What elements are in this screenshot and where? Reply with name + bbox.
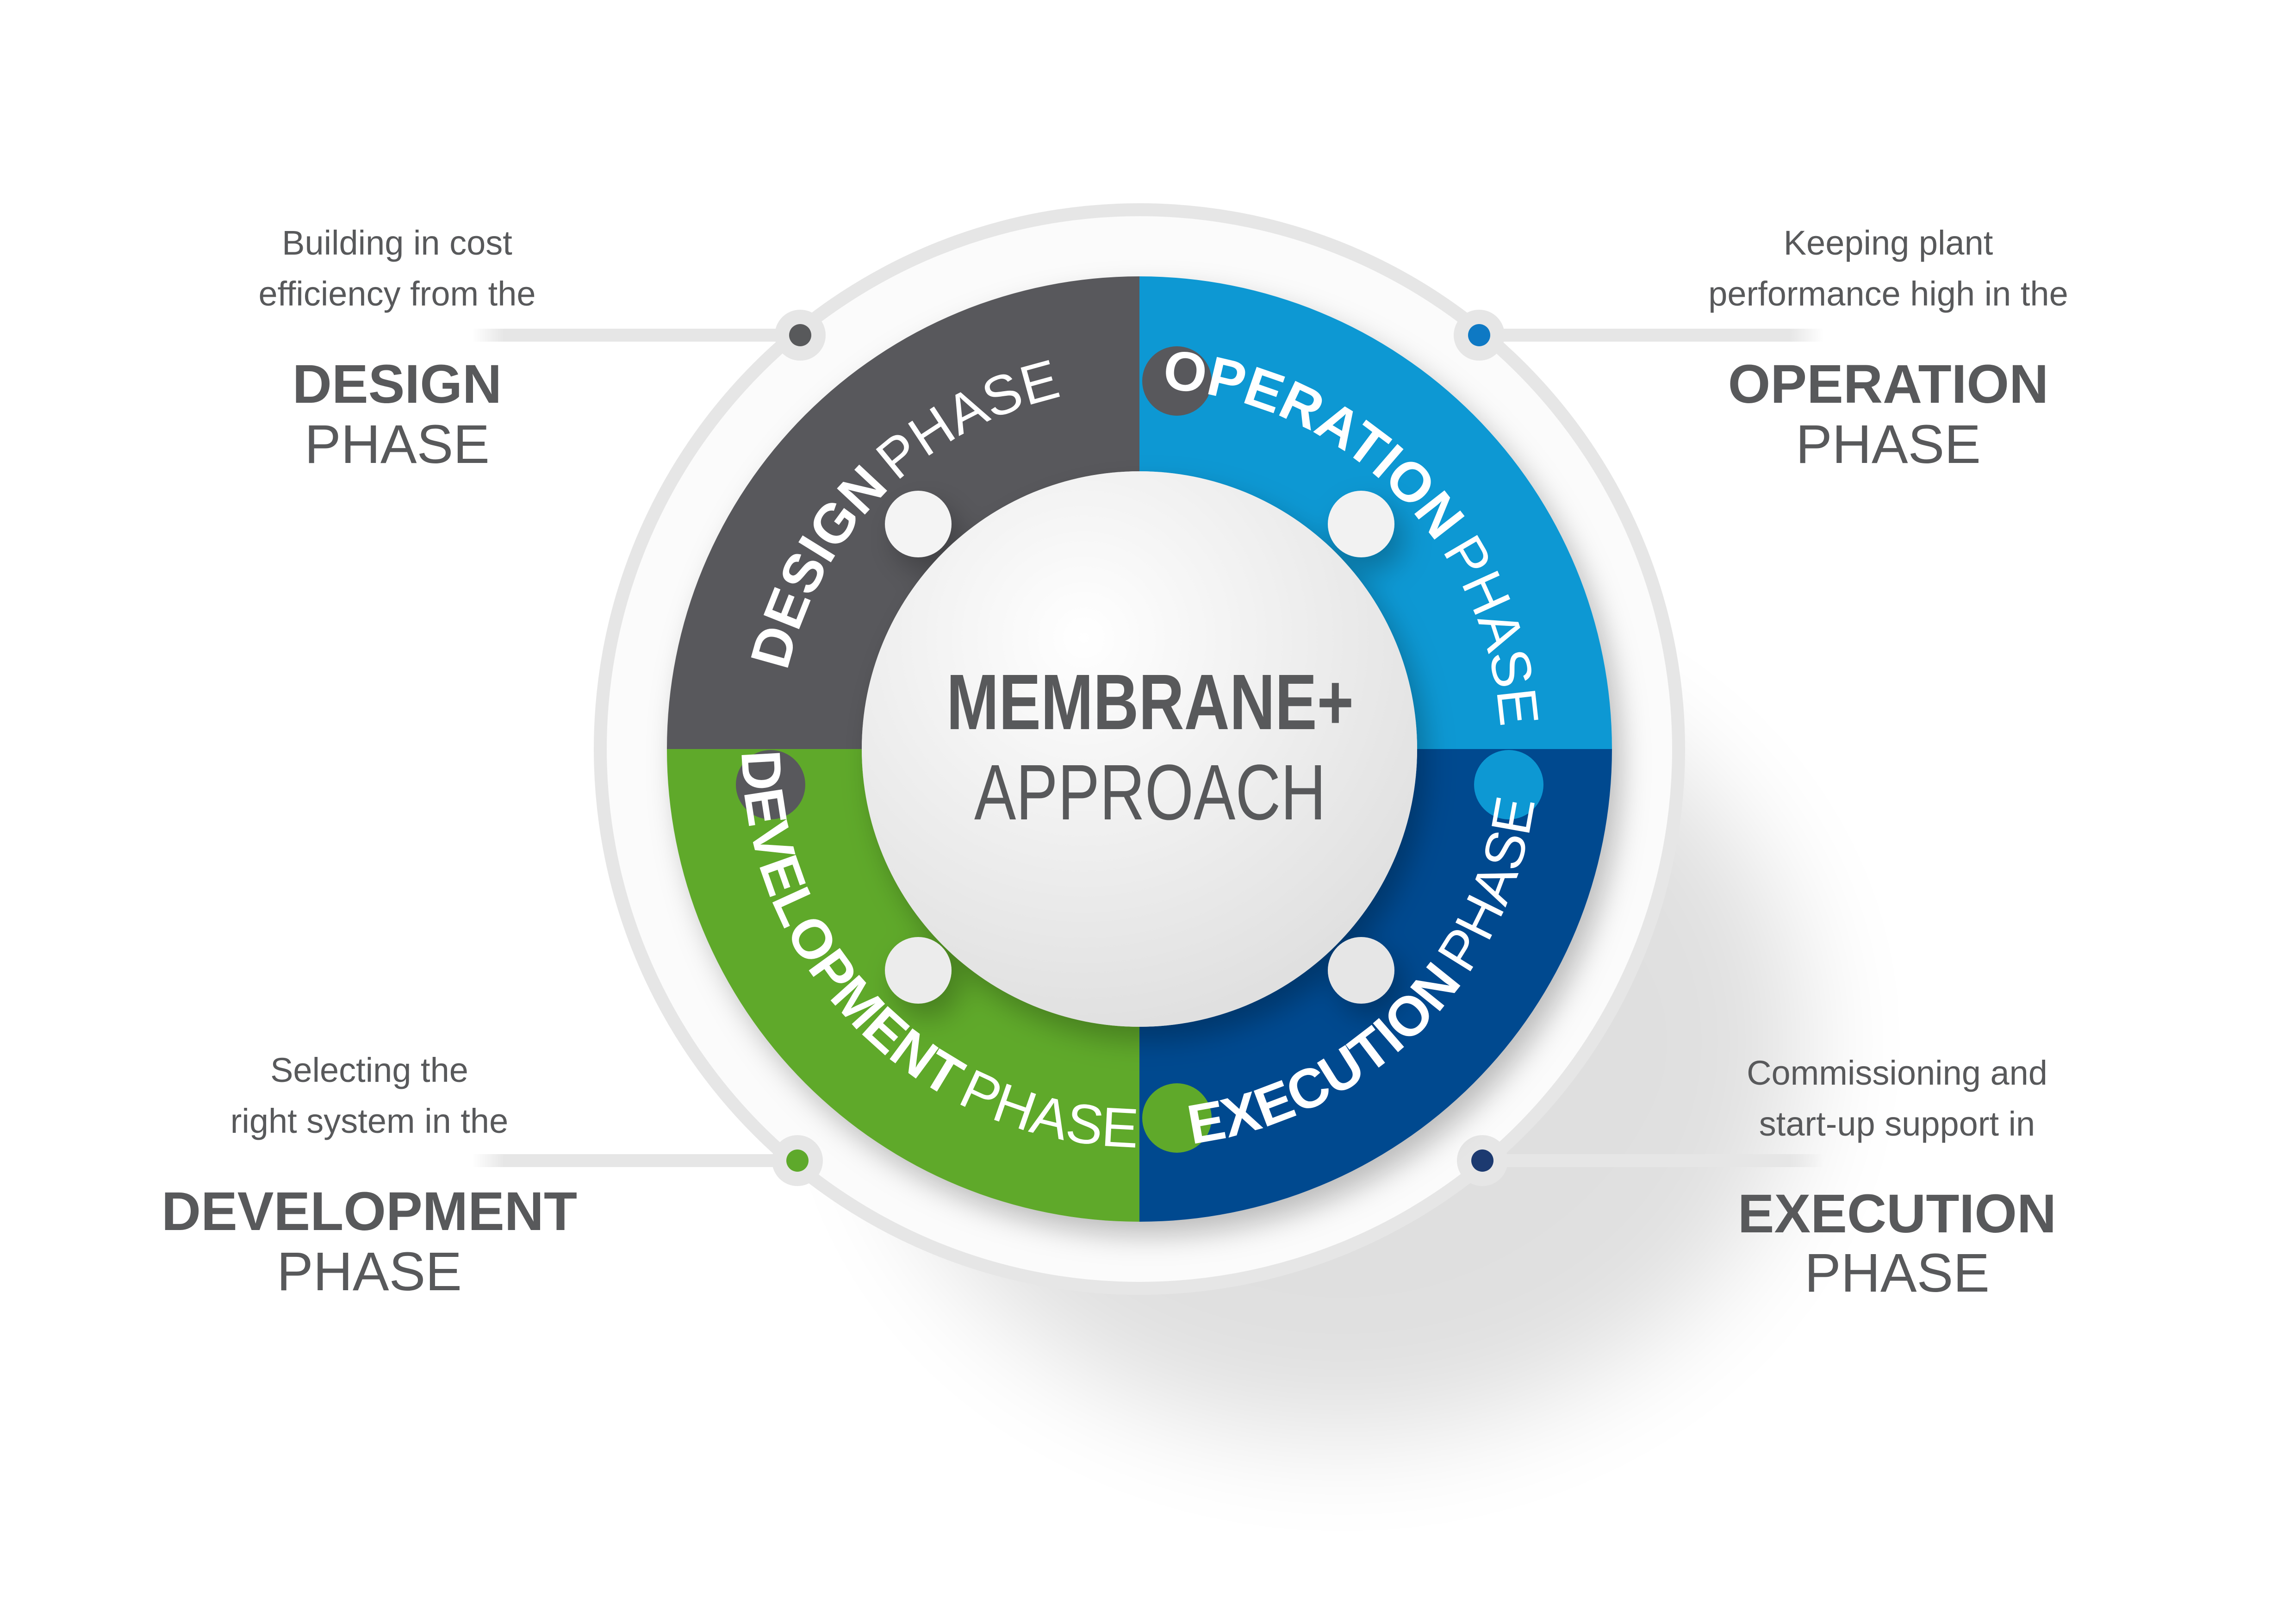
- callout-desc-line: Keeping plant: [1784, 224, 1993, 262]
- connector-line-execution: [1481, 1154, 1823, 1167]
- callout-desc-line: Building in cost: [282, 224, 512, 262]
- puzzle-tab-operation: [1474, 750, 1543, 819]
- connector-line-design: [472, 329, 796, 342]
- callout-heading: OPERATION: [1728, 354, 2049, 415]
- callout-heading: DESIGN: [292, 354, 502, 415]
- callout-subheading: PHASE: [305, 414, 490, 475]
- connector-dot-design: [775, 310, 826, 361]
- center-title: MEMBRANE+: [946, 658, 1354, 746]
- puzzle-tab-development: [1142, 1083, 1212, 1153]
- callout-desc-line: Selecting the: [270, 1051, 468, 1089]
- connector-dot-operation: [1454, 310, 1505, 361]
- connector-dot-development: [772, 1135, 823, 1186]
- callout-subheading: PHASE: [1804, 1243, 1990, 1304]
- callout-desc-line: start-up support in: [1759, 1105, 2035, 1143]
- puzzle-tab-design-bottom: [736, 750, 805, 819]
- connector-line-operation: [1481, 329, 1823, 342]
- callout-design: Building in cost efficiency from the DES…: [258, 224, 535, 475]
- callout-execution: Commissioning and start-up support in EX…: [1738, 1054, 2056, 1304]
- callout-desc-line: Commissioning and: [1747, 1054, 2047, 1092]
- center-subtitle: APPROACH: [974, 749, 1326, 837]
- connector-line-development: [472, 1154, 796, 1167]
- center-piece: [862, 471, 1417, 1027]
- callout-subheading: PHASE: [277, 1241, 462, 1302]
- connector-dot-execution: [1457, 1135, 1508, 1186]
- callout-development: Selecting the right system in the DEVELO…: [162, 1051, 577, 1302]
- callout-heading: DEVELOPMENT: [162, 1181, 577, 1242]
- callout-operation: Keeping plant performance high in the OP…: [1708, 224, 2068, 475]
- callout-subheading: PHASE: [1796, 414, 1981, 475]
- callout-heading: EXECUTION: [1738, 1183, 2056, 1244]
- callout-desc-line: right system in the: [230, 1102, 508, 1140]
- callout-desc-line: efficiency from the: [258, 275, 535, 313]
- callout-desc-line: performance high in the: [1708, 275, 2068, 313]
- puzzle-tab-design: [1142, 346, 1212, 416]
